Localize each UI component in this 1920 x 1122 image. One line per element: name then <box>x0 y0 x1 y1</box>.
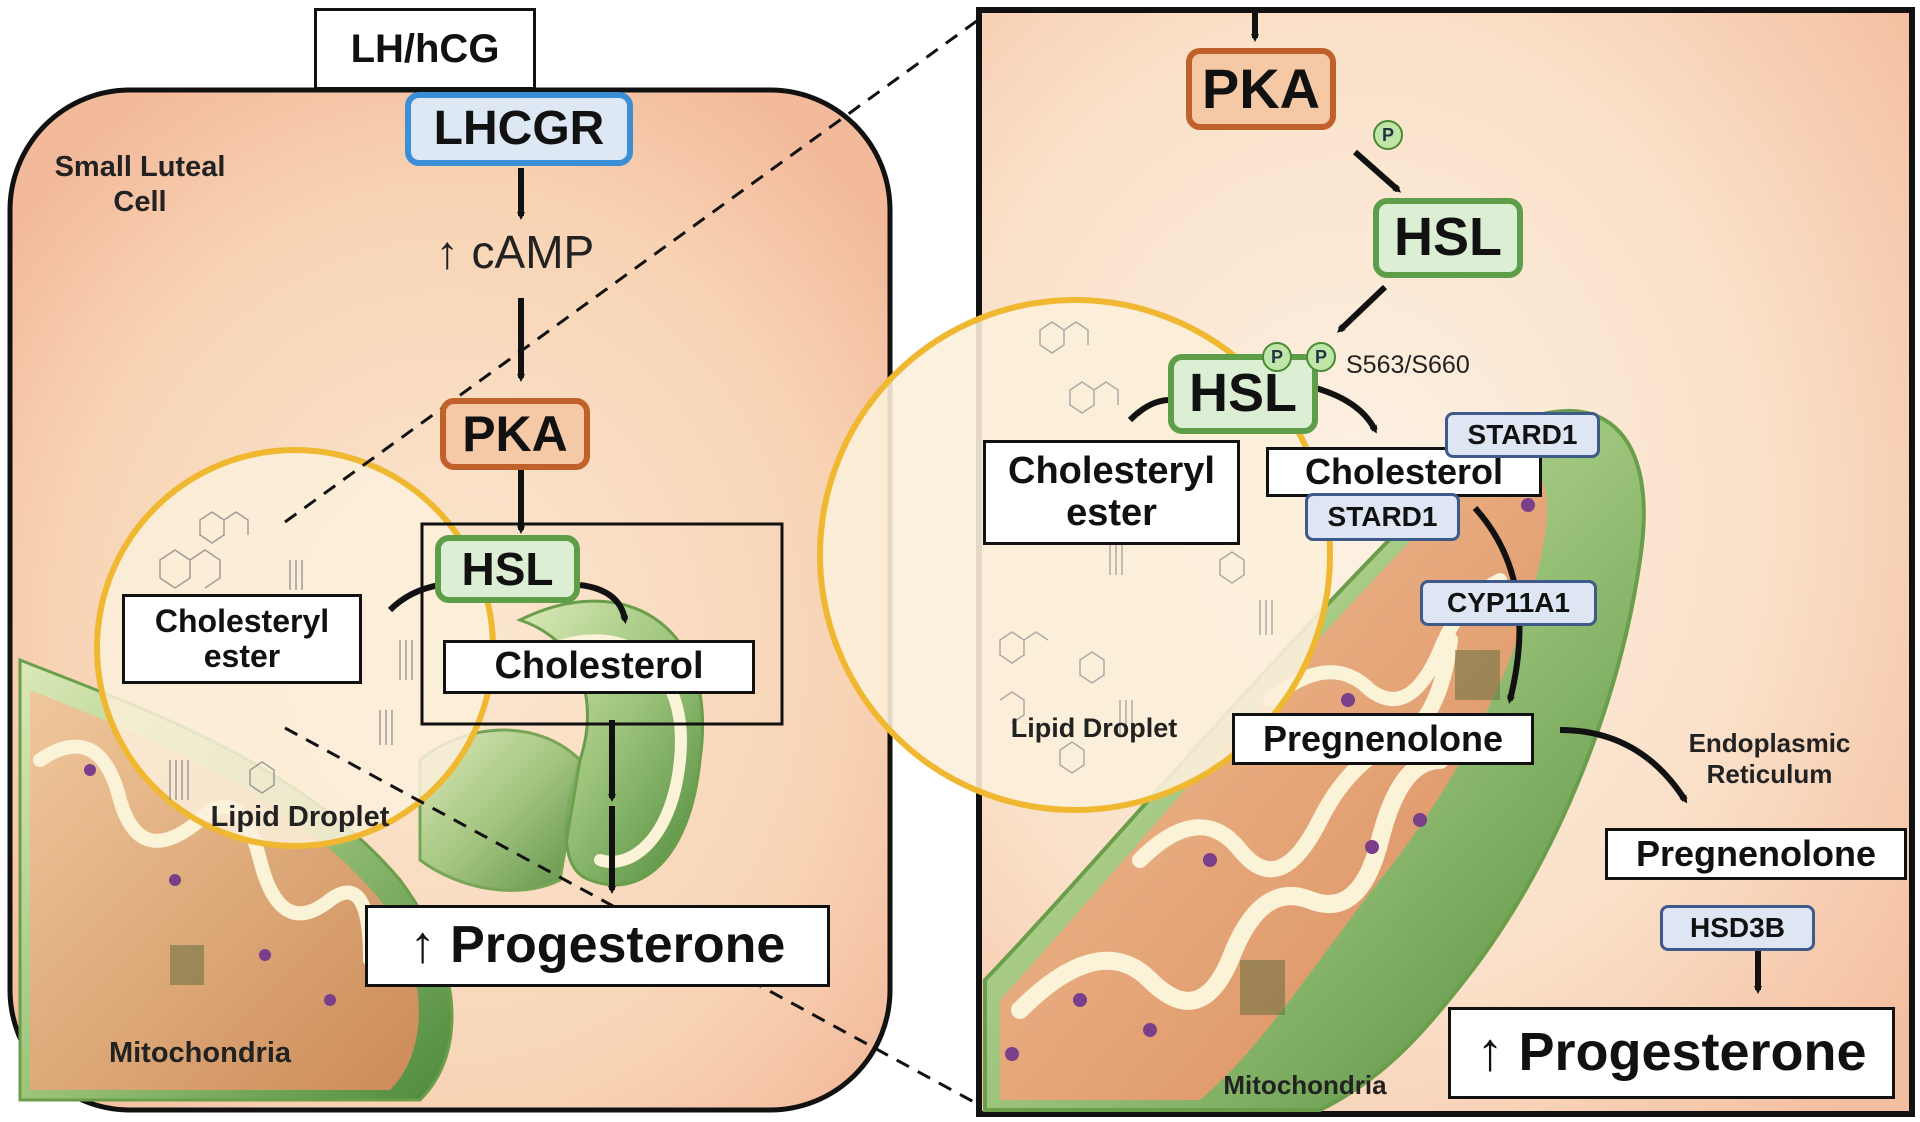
right-droplet-molecules <box>999 321 1273 774</box>
stard1-bottom: STARD1 <box>1305 493 1460 541</box>
right-hsl-top: HSL <box>1373 198 1523 278</box>
phospho-sites-label: S563/S660 <box>1346 351 1470 379</box>
right-pka: PKA <box>1186 48 1336 130</box>
left-pka: PKA <box>440 398 590 470</box>
right-progesterone: ↑ Progesterone <box>1448 1007 1895 1099</box>
pregnenolone-er: Pregnenolone <box>1605 828 1907 880</box>
right-hsl-bound: HSL <box>1168 354 1318 434</box>
phospho-site-2: P <box>1306 342 1336 372</box>
cyp11a1-enzyme: CYP11A1 <box>1420 580 1597 626</box>
phospho-site-1: P <box>1262 342 1292 372</box>
camp-label: ↑ cAMP <box>435 226 595 278</box>
right-lipid-droplet-label: Lipid Droplet <box>1010 713 1178 743</box>
left-arrows <box>387 168 629 894</box>
small-luteal-cell-label: Small Luteal Cell <box>54 151 226 218</box>
left-droplet-molecules <box>159 511 413 800</box>
left-hsl: HSL <box>435 535 580 603</box>
left-cholesteryl-ester: Cholesteryl ester <box>122 594 362 684</box>
lhcgr-receptor: LHCGR <box>405 92 633 166</box>
pregnenolone-mito: Pregnenolone <box>1232 713 1534 765</box>
left-lipid-droplet-label: Lipid Droplet <box>210 801 390 833</box>
left-progesterone: ↑ Progesterone <box>365 905 830 987</box>
hsd3b-enzyme: HSD3B <box>1660 905 1815 951</box>
phospho-pka: P <box>1373 120 1403 150</box>
left-cholesterol: Cholesterol <box>443 640 755 694</box>
stard1-top: STARD1 <box>1445 412 1600 458</box>
left-mitochondria-label: Mitochondria <box>108 1037 292 1069</box>
hsl-zoom-frame <box>420 522 784 726</box>
endoplasmic-reticulum-label: Endoplasmic Reticulum <box>1688 728 1851 790</box>
right-mitochondria-label: Mitochondria <box>1223 1070 1387 1100</box>
lh-hcg-label: LH/hCG <box>314 8 536 90</box>
zoom-lines <box>284 13 986 1110</box>
right-cholesteryl-ester: Cholesteryl ester <box>983 440 1240 545</box>
